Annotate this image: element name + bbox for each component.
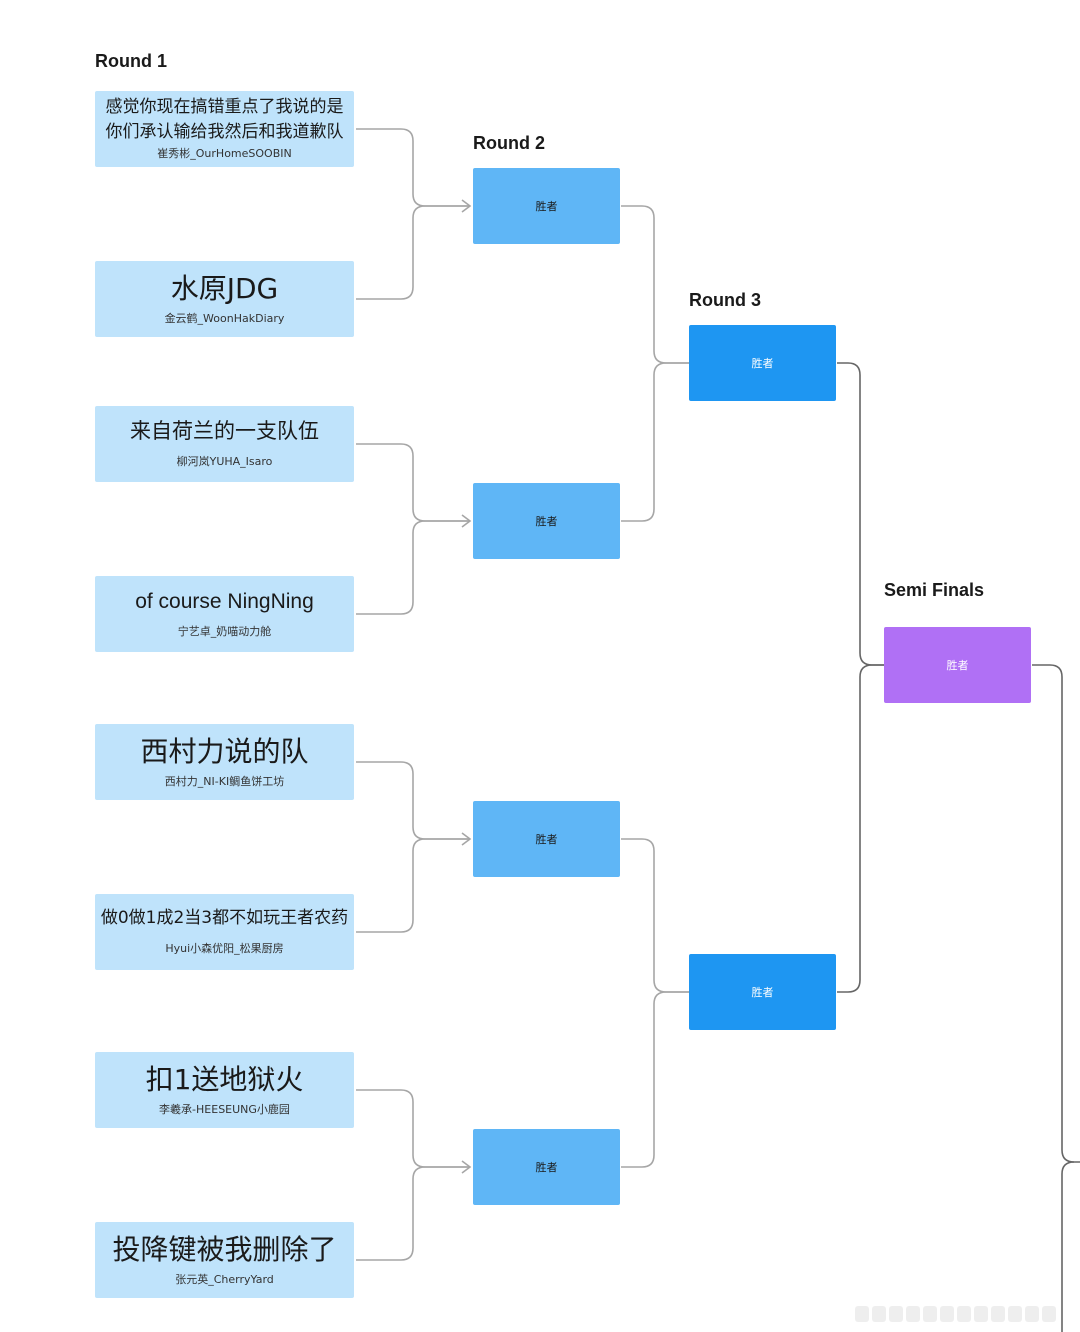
team-8-name: 投降键被我删除了 (112, 1233, 336, 1267)
team-2-name: 水原JDG (171, 272, 279, 306)
connector-r3-lower (837, 664, 884, 993)
connector-r3-upper (837, 362, 884, 666)
team-7-author: 李羲承-HEESEUNG小鹿园 (159, 1102, 290, 1116)
connector-r1-c-lower (356, 838, 470, 933)
team-2[interactable]: 水原JDG 金云鹤_WoonHakDiary (95, 261, 354, 337)
round-1-label: Round 1 (95, 51, 167, 71)
connector-r1-d-upper (356, 1089, 470, 1168)
team-1[interactable]: 感觉你现在搞错重点了我说的是 你们承认输给我然后和我道歉队 崔秀彬_OurHom… (95, 91, 354, 167)
team-3-name-line-1: 来自荷兰的一支队伍 (130, 419, 319, 444)
team-2-name-line-1: 水原JDG (170, 272, 279, 306)
connector-r2-b-upper (621, 838, 689, 993)
connector-r1-b-upper (356, 443, 470, 522)
round-3-winner-1[interactable]: 胜者 (689, 325, 836, 401)
connector-r2-b-lower (621, 991, 689, 1168)
team-4-name-line-1: of course NingNing (135, 590, 314, 614)
connector-r2-a-lower (621, 362, 689, 522)
team-5-name: 西村力说的队 (140, 735, 308, 769)
team-1-author: 崔秀彬_OurHomeSOOBIN (157, 146, 292, 160)
team-8-author: 张元英_CherryYard (175, 1272, 274, 1286)
round-3-label: Round 3 (689, 290, 761, 310)
connector-r1-c-upper (356, 761, 470, 840)
connector-r1-a-arrowhead (461, 199, 472, 213)
connector-semi-out (1032, 664, 1080, 1163)
team-5-author: 西村力_NI-KI鲷鱼饼工坊 (164, 774, 285, 788)
team-8-name-line-1: 投降键被我删除了 (112, 1233, 337, 1267)
round-2-winner-4[interactable]: 胜者 (473, 1129, 620, 1205)
connector-r2-a-upper (621, 205, 689, 364)
team-3-author: 柳河岚YUHA_Isaro (176, 454, 273, 468)
team-1-name-line-1: 感觉你现在搞错重点了我说的是 (105, 97, 344, 118)
team-1-name: 感觉你现在搞错重点了我说的是 你们承认输给我然后和我道歉队 (106, 97, 344, 142)
round-2-winner-2[interactable]: 胜者 (473, 483, 620, 559)
connector-r1-b-lower (356, 520, 470, 615)
semi-final-winner[interactable]: 胜者 (884, 627, 1031, 703)
team-4-author: 宁艺卓_奶喵动力舱 (177, 624, 272, 638)
team-4[interactable]: of course NingNing 宁艺卓_奶喵动力舱 (95, 576, 354, 652)
team-6-name-line-1: 做0做1成2当3都不如玩王者农药 (100, 907, 349, 928)
team-6[interactable]: 做0做1成2当3都不如玩王者农药 Hyui小森优阳_松果厨房 (95, 894, 354, 970)
team-5-name-line-1: 西村力说的队 (140, 735, 309, 769)
team-6-name: 做0做1成2当3都不如玩王者农药 (101, 908, 348, 928)
connector-r1-d-lower (356, 1166, 470, 1261)
semi-finals-label: Semi Finals (884, 580, 985, 600)
round-3-winner-2[interactable]: 胜者 (689, 954, 836, 1030)
team-7-name: 扣1送地狱火 (146, 1063, 304, 1097)
team-7-name-line-1: 扣1送地狱火 (145, 1063, 304, 1097)
connector-r1-d-arrowhead (461, 1160, 472, 1174)
team-8[interactable]: 投降键被我删除了 张元英_CherryYard (95, 1222, 354, 1298)
connector-r1-a-upper (356, 128, 470, 207)
team-6-author: Hyui小森优阳_松果厨房 (165, 942, 284, 956)
connector-r1-b-arrowhead (461, 514, 472, 528)
team-4-name: of course NingNing (135, 589, 314, 614)
round-2-winner-3[interactable]: 胜者 (473, 801, 620, 877)
watermark (855, 1306, 1070, 1322)
round-2-winner-1[interactable]: 胜者 (473, 168, 620, 244)
team-3[interactable]: 来自荷兰的一支队伍 柳河岚YUHA_Isaro (95, 406, 354, 482)
connector-r1-a-lower (356, 205, 470, 300)
round-2-label: Round 2 (473, 133, 545, 153)
team-5[interactable]: 西村力说的队 西村力_NI-KI鲷鱼饼工坊 (95, 724, 354, 800)
connector-semi-out-lower (1061, 1161, 1075, 1332)
connector-r1-c-arrowhead (461, 832, 472, 846)
team-2-author: 金云鹤_WoonHakDiary (164, 311, 285, 325)
team-1-name-line-2: 你们承认输给我然后和我道歉队 (105, 121, 344, 142)
team-3-name: 来自荷兰的一支队伍 (130, 419, 319, 444)
team-7[interactable]: 扣1送地狱火 李羲承-HEESEUNG小鹿园 (95, 1052, 354, 1128)
